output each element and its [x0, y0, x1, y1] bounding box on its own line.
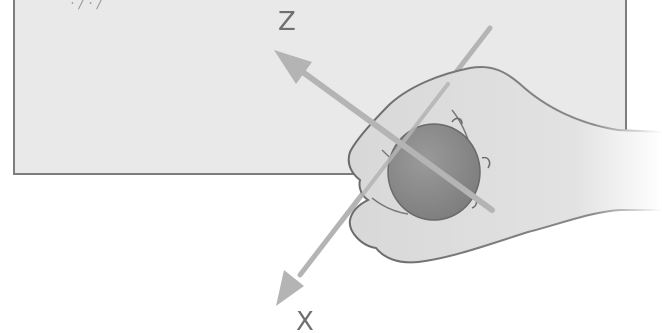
x-axis-arrow	[276, 270, 304, 306]
z-axis-arrow	[274, 50, 495, 213]
cropped-panel-text: · / · /	[70, 0, 103, 12]
z-axis-label: Z	[278, 7, 296, 37]
diagonal-axis-front	[338, 82, 450, 226]
fingertip	[451, 117, 463, 125]
fingertip	[481, 156, 491, 169]
x-axis-label: X	[296, 307, 314, 333]
finger-crease	[371, 197, 409, 215]
